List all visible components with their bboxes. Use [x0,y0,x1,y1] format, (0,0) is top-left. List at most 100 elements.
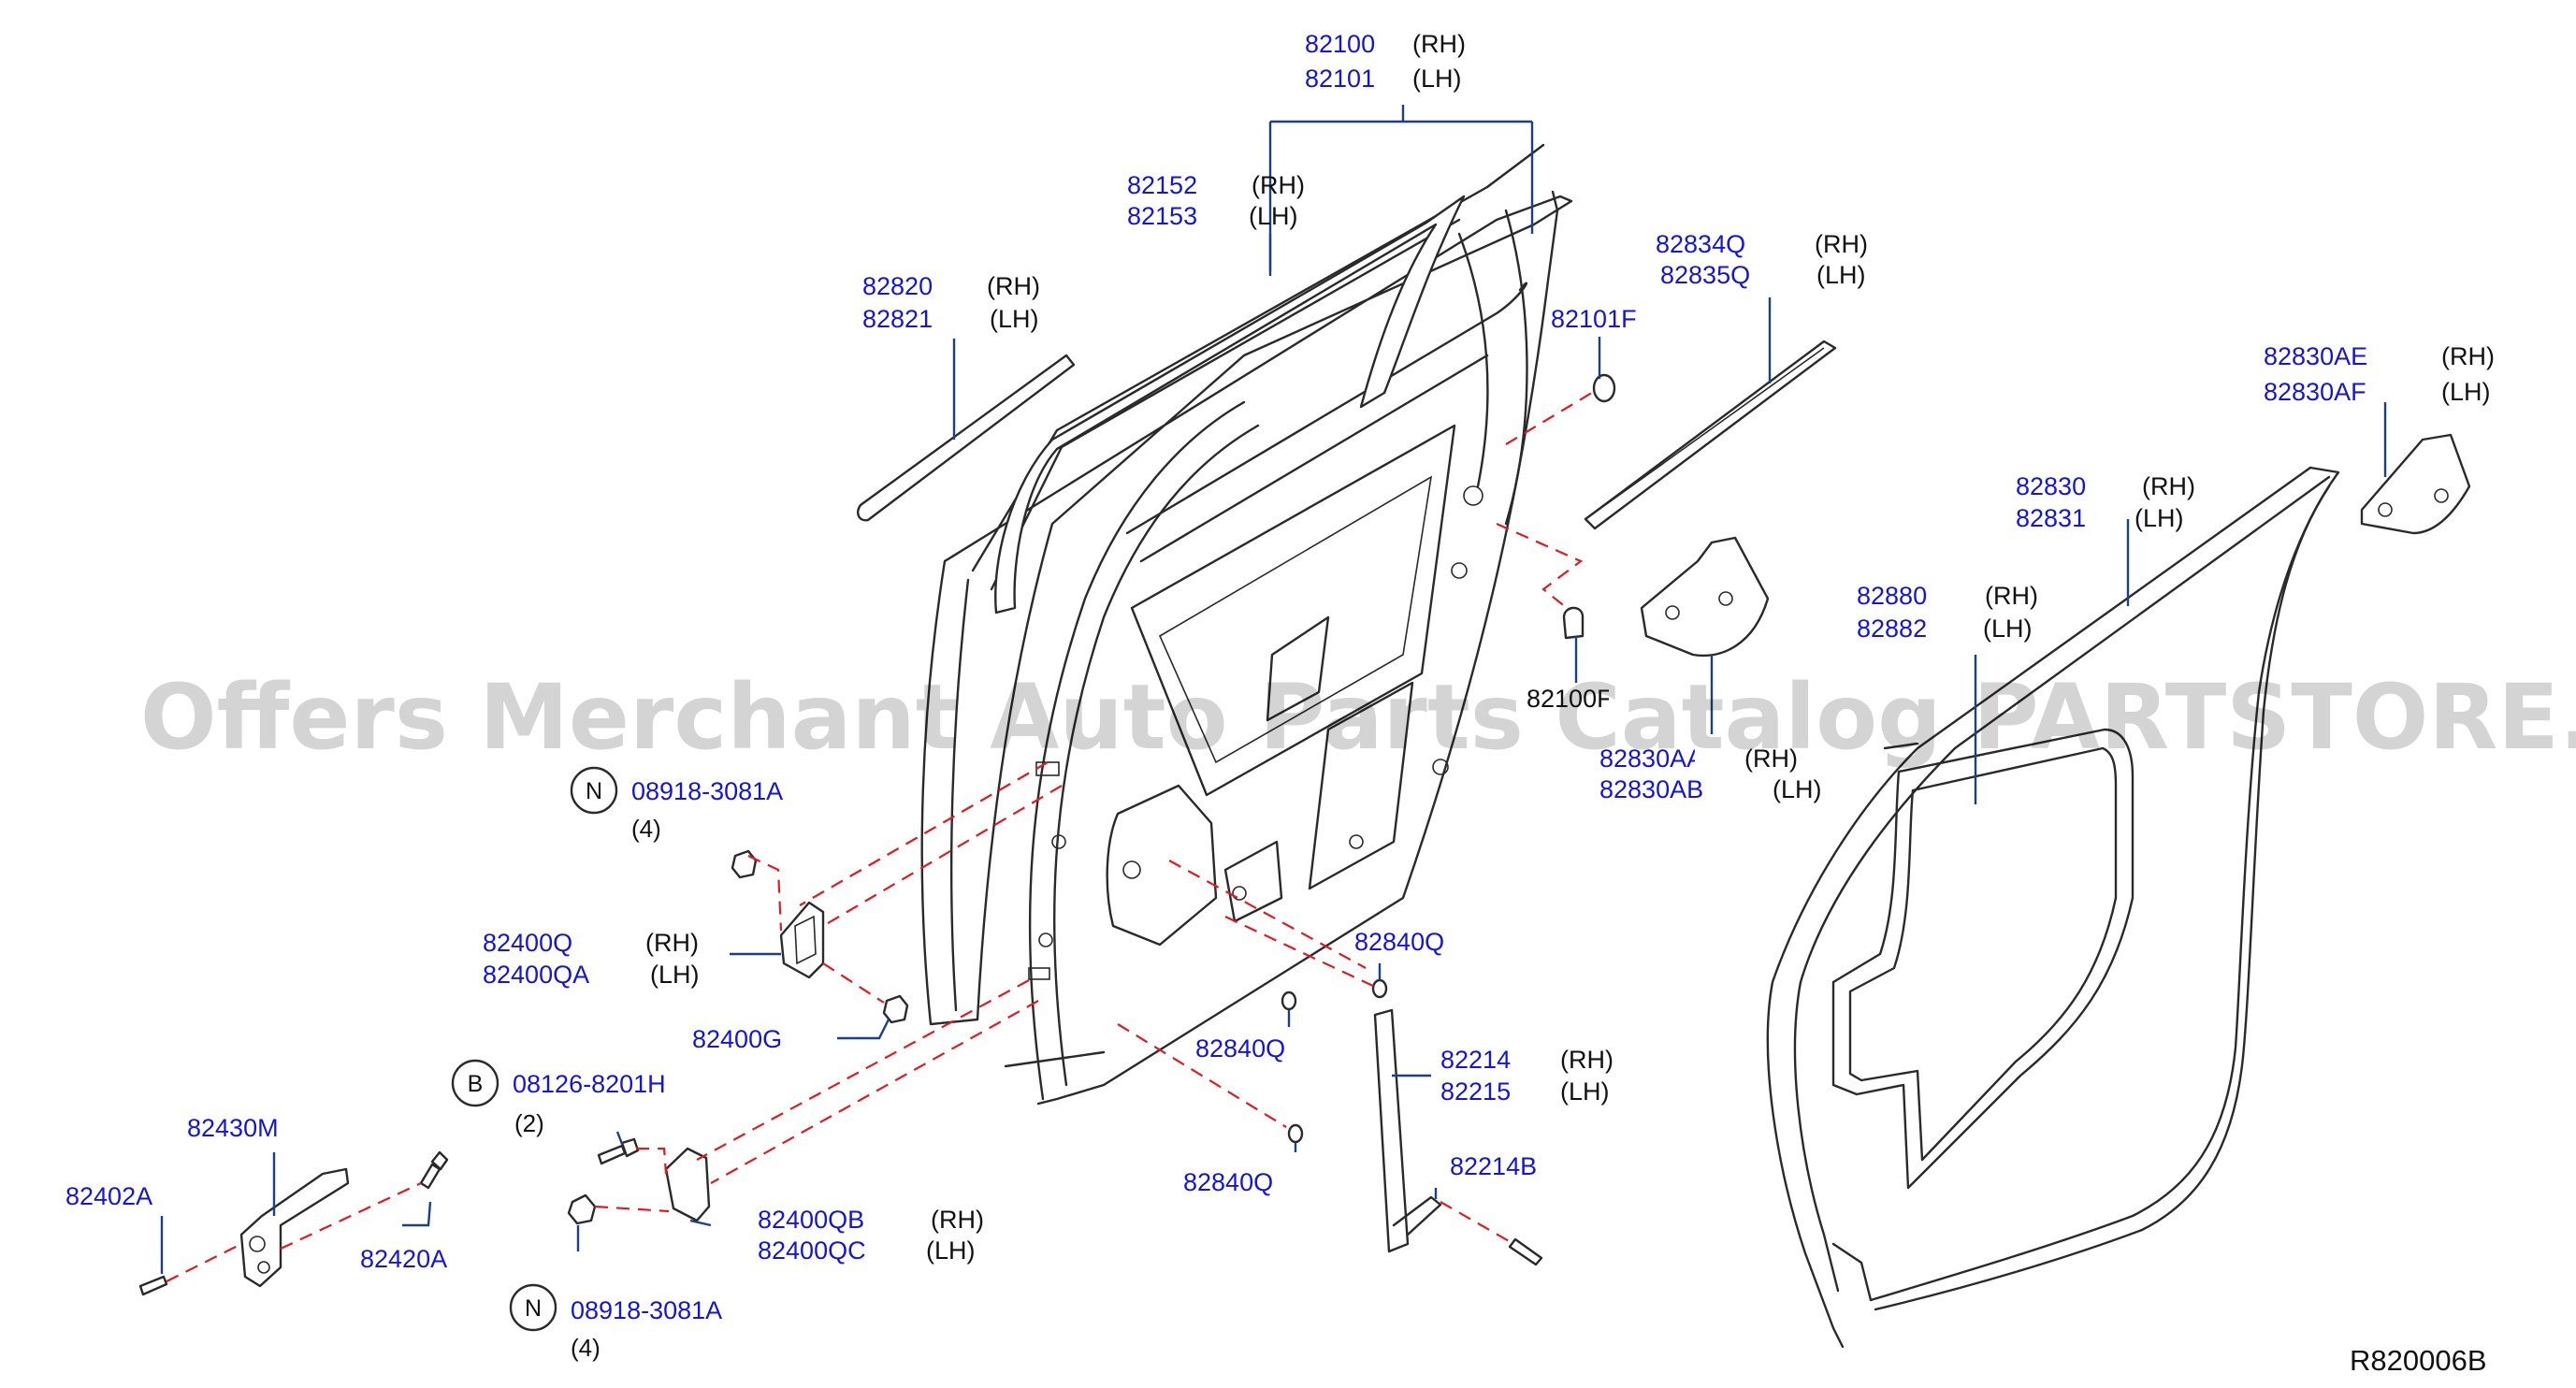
side-rh: (RH) [1412,30,1466,58]
pn-82821: 82821 [862,305,933,333]
plug-82101f[interactable] [1592,373,1616,403]
side-lh: (LH) [650,961,700,989]
b-circle [451,1059,499,1107]
plug-82100f[interactable] [1562,606,1585,640]
side-rh: (RH) [1744,745,1798,773]
label-nut-top: N 08918-3081A (4) [570,766,783,843]
pn-82400qb: 82400QB [758,1206,864,1234]
side-lh: (LH) [926,1236,976,1265]
label-outer-weatherstrip: 82834Q (RH) 82835Q (LH) [1656,230,1868,289]
pn-82882: 82882 [1857,614,1927,643]
label-hinge-nut: 82400G [692,1025,782,1053]
label-weatherstrip: 82830 (RH) 82831 (LH) [2016,472,2195,532]
assembly-dashed-lines [166,390,1596,1282]
lower-hinge[interactable] [664,1147,711,1222]
pn-82840q: 82840Q [1354,928,1444,956]
label-check-pin-bolt: 82420A [360,1245,447,1273]
label-seal: 82880 (RH) 82882 (LH) [1857,582,2038,643]
label-plug: 82101F [1551,305,1637,333]
label-hinge-lower: 82400QB (RH) 82400QC (LH) [758,1206,984,1265]
grommet-82840q-c[interactable] [1287,1123,1304,1144]
lower-nut[interactable] [567,1193,597,1225]
pn-82215: 82215 [1440,1077,1511,1106]
side-rh: (RH) [1560,1046,1614,1074]
side-lh: (LH) [2135,504,2184,532]
pn-82830ae: 82830AE [2264,342,2367,370]
side-lh: (LH) [1412,65,1462,93]
label-rail-bolt: 82214B [1450,1152,1537,1180]
pn-82820: 82820 [862,272,933,300]
side-rh: (RH) [645,929,699,957]
diagram-code: R820006B [2350,1344,2487,1377]
qty-2: (2) [514,1109,544,1137]
pn-82214: 82214 [1440,1046,1511,1074]
pn-82400qa: 82400QA [483,961,589,989]
hinge-nut-82400g[interactable] [882,994,909,1024]
side-lh: (LH) [990,305,1039,333]
grommet-82840q-b[interactable] [1281,990,1297,1011]
side-lh: (LH) [1773,775,1822,803]
label-hinge-upper: 82400Q (RH) 82400QA (LH) [483,929,700,989]
pn-82830: 82830 [2016,472,2086,500]
pn-82830ab: 82830AB [1599,775,1703,803]
sash-cover-upper[interactable] [2360,433,2471,535]
side-rh: (RH) [931,1206,984,1234]
side-lh: (LH) [1249,202,1298,230]
label-outer-moulding: 82820 (RH) 82821 (LH) [862,272,1040,333]
side-lh: (LH) [2441,378,2491,406]
label-check-link: 82430M [187,1114,279,1142]
label-nut-bottom: N 08918-3081A (4) [509,1283,722,1362]
pn-08126-8201h: 08126-8201H [513,1070,666,1098]
pn-82831: 82831 [2016,504,2086,532]
hinge-bolt[interactable] [597,1137,640,1165]
side-rh: (RH) [1985,582,2038,610]
upper-nut[interactable] [731,849,758,879]
door-shell[interactable] [920,143,1573,1106]
rail-82214[interactable] [1373,1008,1442,1253]
outer-moulding[interactable] [857,354,1076,522]
door-weatherstrip[interactable] [1766,466,2340,1349]
watermark: Offers Merchant Auto Parts Catalog PARTS… [140,665,2576,770]
label-door-shell: 82100 (RH) 82101 (LH) [1305,30,1466,93]
label-sash-cover-lower: (RH) 82830AB (LH) [1599,745,1822,803]
side-lh: (LH) [1560,1077,1610,1106]
side-rh: (RH) [2142,472,2195,500]
pn-82101f: 82101F [1551,305,1637,333]
rail-bolt-82214b[interactable] [1508,1237,1543,1266]
pn-08918-3081a: 08918-3081A [631,777,783,805]
b-letter: B [468,1071,484,1097]
pn-82834q: 82834Q [1656,230,1745,258]
sash-cover-lower[interactable] [1640,536,1770,658]
leader-lines [160,105,2387,1274]
pn-82100f-partial: 82100F [1527,685,1613,713]
label-bolt-b: B 08126-8201H (2) [451,1059,666,1137]
side-rh: (RH) [1252,171,1305,199]
check-link-bolt-82402a[interactable] [138,1275,168,1296]
n-circle [509,1283,557,1332]
pn-82880: 82880 [1857,582,1927,610]
qty-4: (4) [631,815,661,843]
label-sash-cover-lower-rh-clip: 82830AA [1599,745,1703,773]
check-link[interactable] [239,1167,350,1288]
n-circle [570,766,618,815]
label-check-bolt: 82402A [65,1182,152,1210]
pn-82835q: 82835Q [1660,261,1750,289]
pn-82214b: 82214B [1450,1152,1537,1180]
pn-82830aa: 82830AA [1599,745,1703,773]
pn-82420a: 82420A [360,1245,447,1273]
grommet-82840q-a[interactable] [1371,978,1388,999]
check-pin-bolt-82420a[interactable] [419,1150,449,1190]
sash-trim[interactable] [994,195,1466,614]
n-letter: N [525,1295,542,1322]
inner-seal[interactable] [1831,728,2135,1190]
pn-82830af: 82830AF [2264,378,2366,406]
outer-weatherstrip[interactable] [1584,340,1837,530]
pn-08918-3081a: 08918-3081A [571,1296,722,1324]
label-plug-partial-clip: 82100F [1527,685,1613,713]
side-lh: (LH) [1816,261,1866,289]
label-sash-cover-upper: 82830AE (RH) 82830AF (LH) [2264,342,2495,406]
upper-hinge[interactable] [779,901,825,979]
pn-82402a: 82402A [65,1182,152,1210]
pn-82101: 82101 [1305,65,1375,93]
